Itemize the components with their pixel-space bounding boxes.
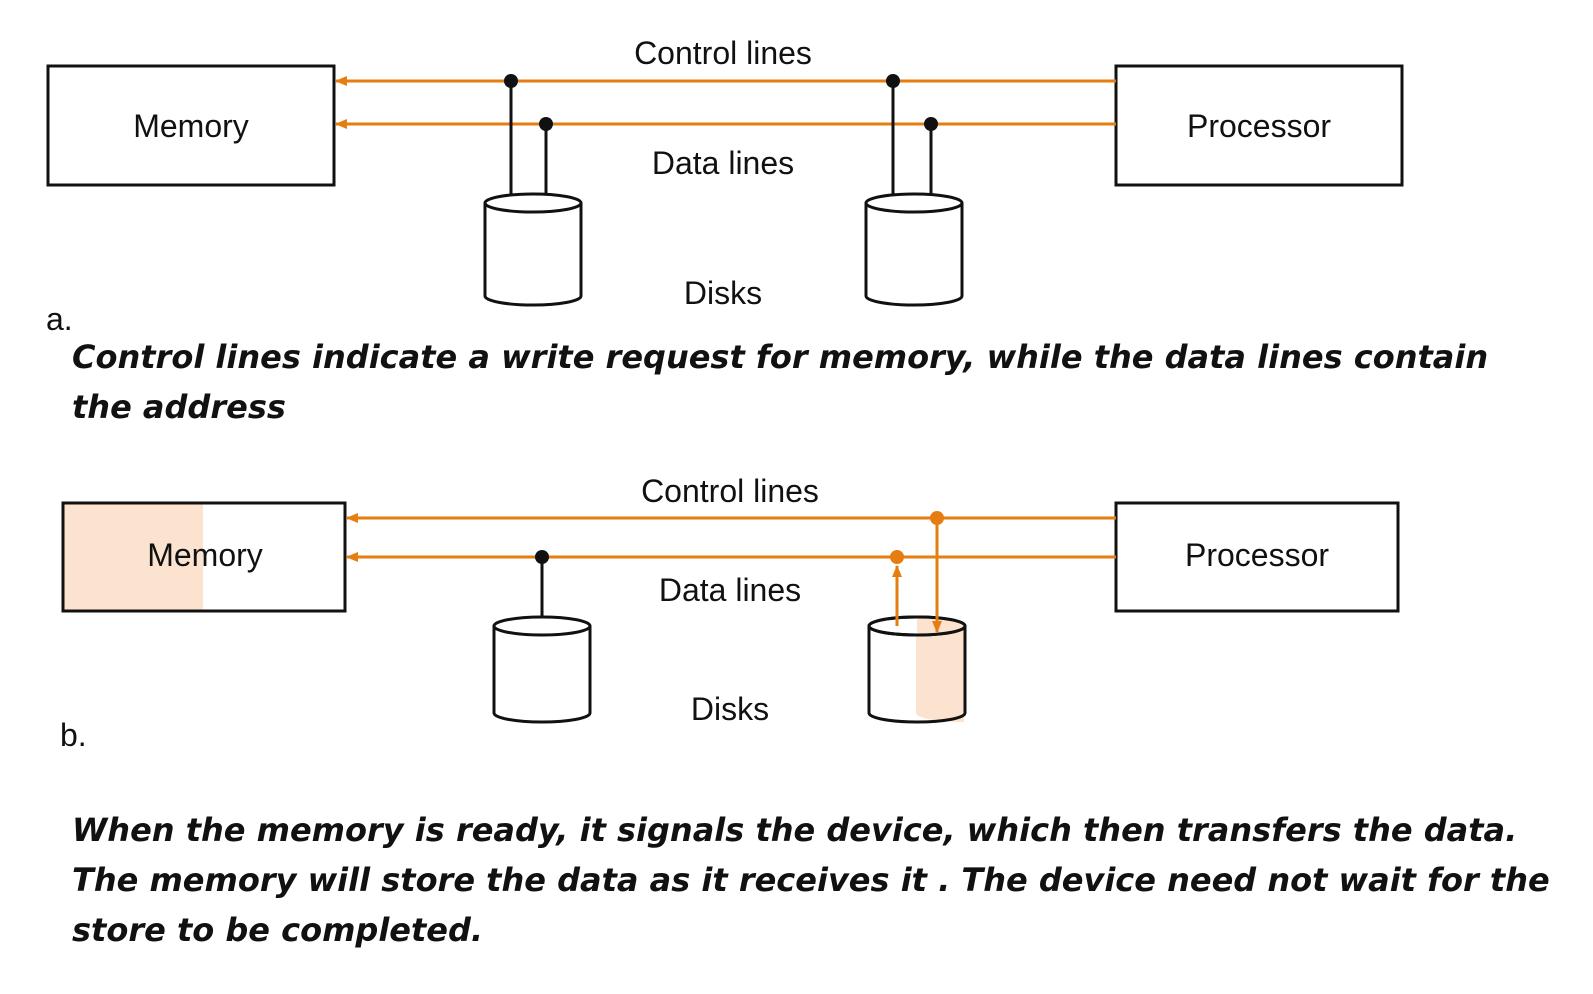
memory-label-a: Memory <box>133 108 249 144</box>
data-lines-label-a: Data lines <box>652 145 794 181</box>
memory-fill-b <box>63 503 203 611</box>
disks-label-b: Disks <box>691 691 769 727</box>
disk-a-right <box>864 74 964 307</box>
processor-label-a: Processor <box>1187 108 1331 144</box>
disk-b-right <box>867 511 967 724</box>
disk-a-left <box>483 74 583 307</box>
diagram-b: Memory Processor Control lines Data line… <box>60 473 1400 753</box>
control-lines-label-b: Control lines <box>641 473 819 509</box>
memory-box-b <box>61 501 347 613</box>
processor-label-b: Processor <box>1185 537 1329 573</box>
caption-b: When the memory is ready, it signals the… <box>72 811 1550 949</box>
marker-a: a. <box>46 301 73 337</box>
control-lines-label-a: Control lines <box>634 35 812 71</box>
caption-a: Control lines indicate a write request f… <box>72 338 1489 426</box>
marker-b: b. <box>60 717 87 753</box>
processor-box-b <box>1114 501 1400 613</box>
disks-label-a: Disks <box>684 275 762 311</box>
memory-label-b: Memory <box>147 537 263 573</box>
memory-box-a <box>46 64 336 187</box>
data-lines-label-b: Data lines <box>659 572 801 608</box>
diagram-a: Memory Processor Control lines Data line… <box>46 35 1404 337</box>
processor-box-a <box>1114 64 1404 187</box>
disk-b-left <box>492 550 592 724</box>
